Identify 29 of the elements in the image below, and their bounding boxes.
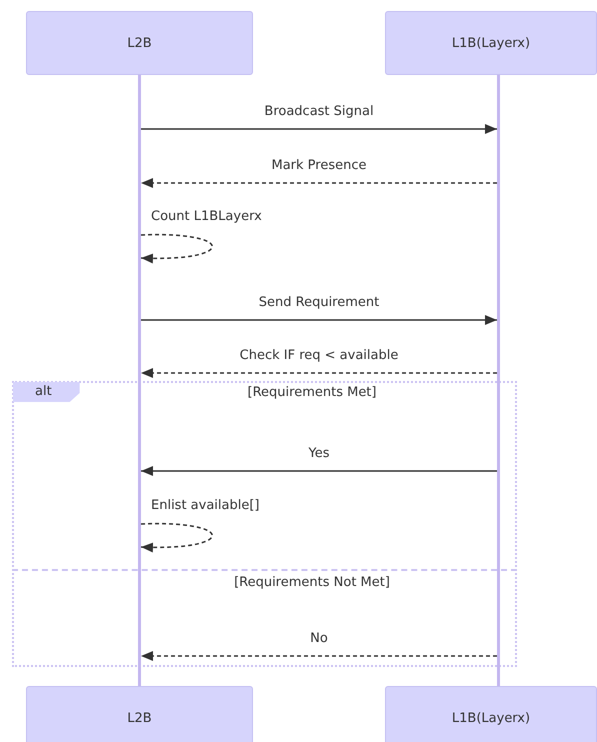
frame-tab-label: alt	[13, 382, 80, 402]
participant-name: L2B	[127, 710, 152, 726]
message-label: Enlist available[]	[151, 498, 260, 513]
participant-box	[26, 11, 253, 75]
message-arrow	[141, 178, 497, 188]
guard-condition: [Requirements Not Met]	[234, 575, 390, 590]
participant-name: L1B(Layerx)	[452, 710, 530, 726]
participant-name: L2B	[127, 36, 152, 50]
message-arrow	[141, 315, 497, 325]
message-label: Check IF req < available	[240, 348, 398, 363]
message-arrow	[141, 466, 497, 476]
message-arrow	[141, 368, 497, 378]
message-label: Count L1BLayerx	[151, 209, 262, 224]
message-arrow	[141, 651, 497, 661]
participant-box	[26, 686, 253, 742]
lifeline	[138, 75, 141, 686]
message-label: No	[310, 631, 328, 646]
participant-box	[385, 11, 597, 75]
participant-box	[385, 686, 597, 742]
message-label: Mark Presence	[272, 158, 366, 173]
participant-name: L1B(Layerx)	[452, 36, 530, 50]
lifeline	[497, 75, 500, 686]
message-arrow	[141, 124, 497, 134]
message-label: Yes	[308, 446, 330, 461]
guard-condition: [Requirements Met]	[248, 385, 376, 400]
self-message-arrow	[141, 522, 213, 552]
self-message-arrow	[141, 234, 213, 264]
message-label: Broadcast Signal	[264, 104, 374, 119]
message-label: Send Requirement	[258, 295, 380, 310]
